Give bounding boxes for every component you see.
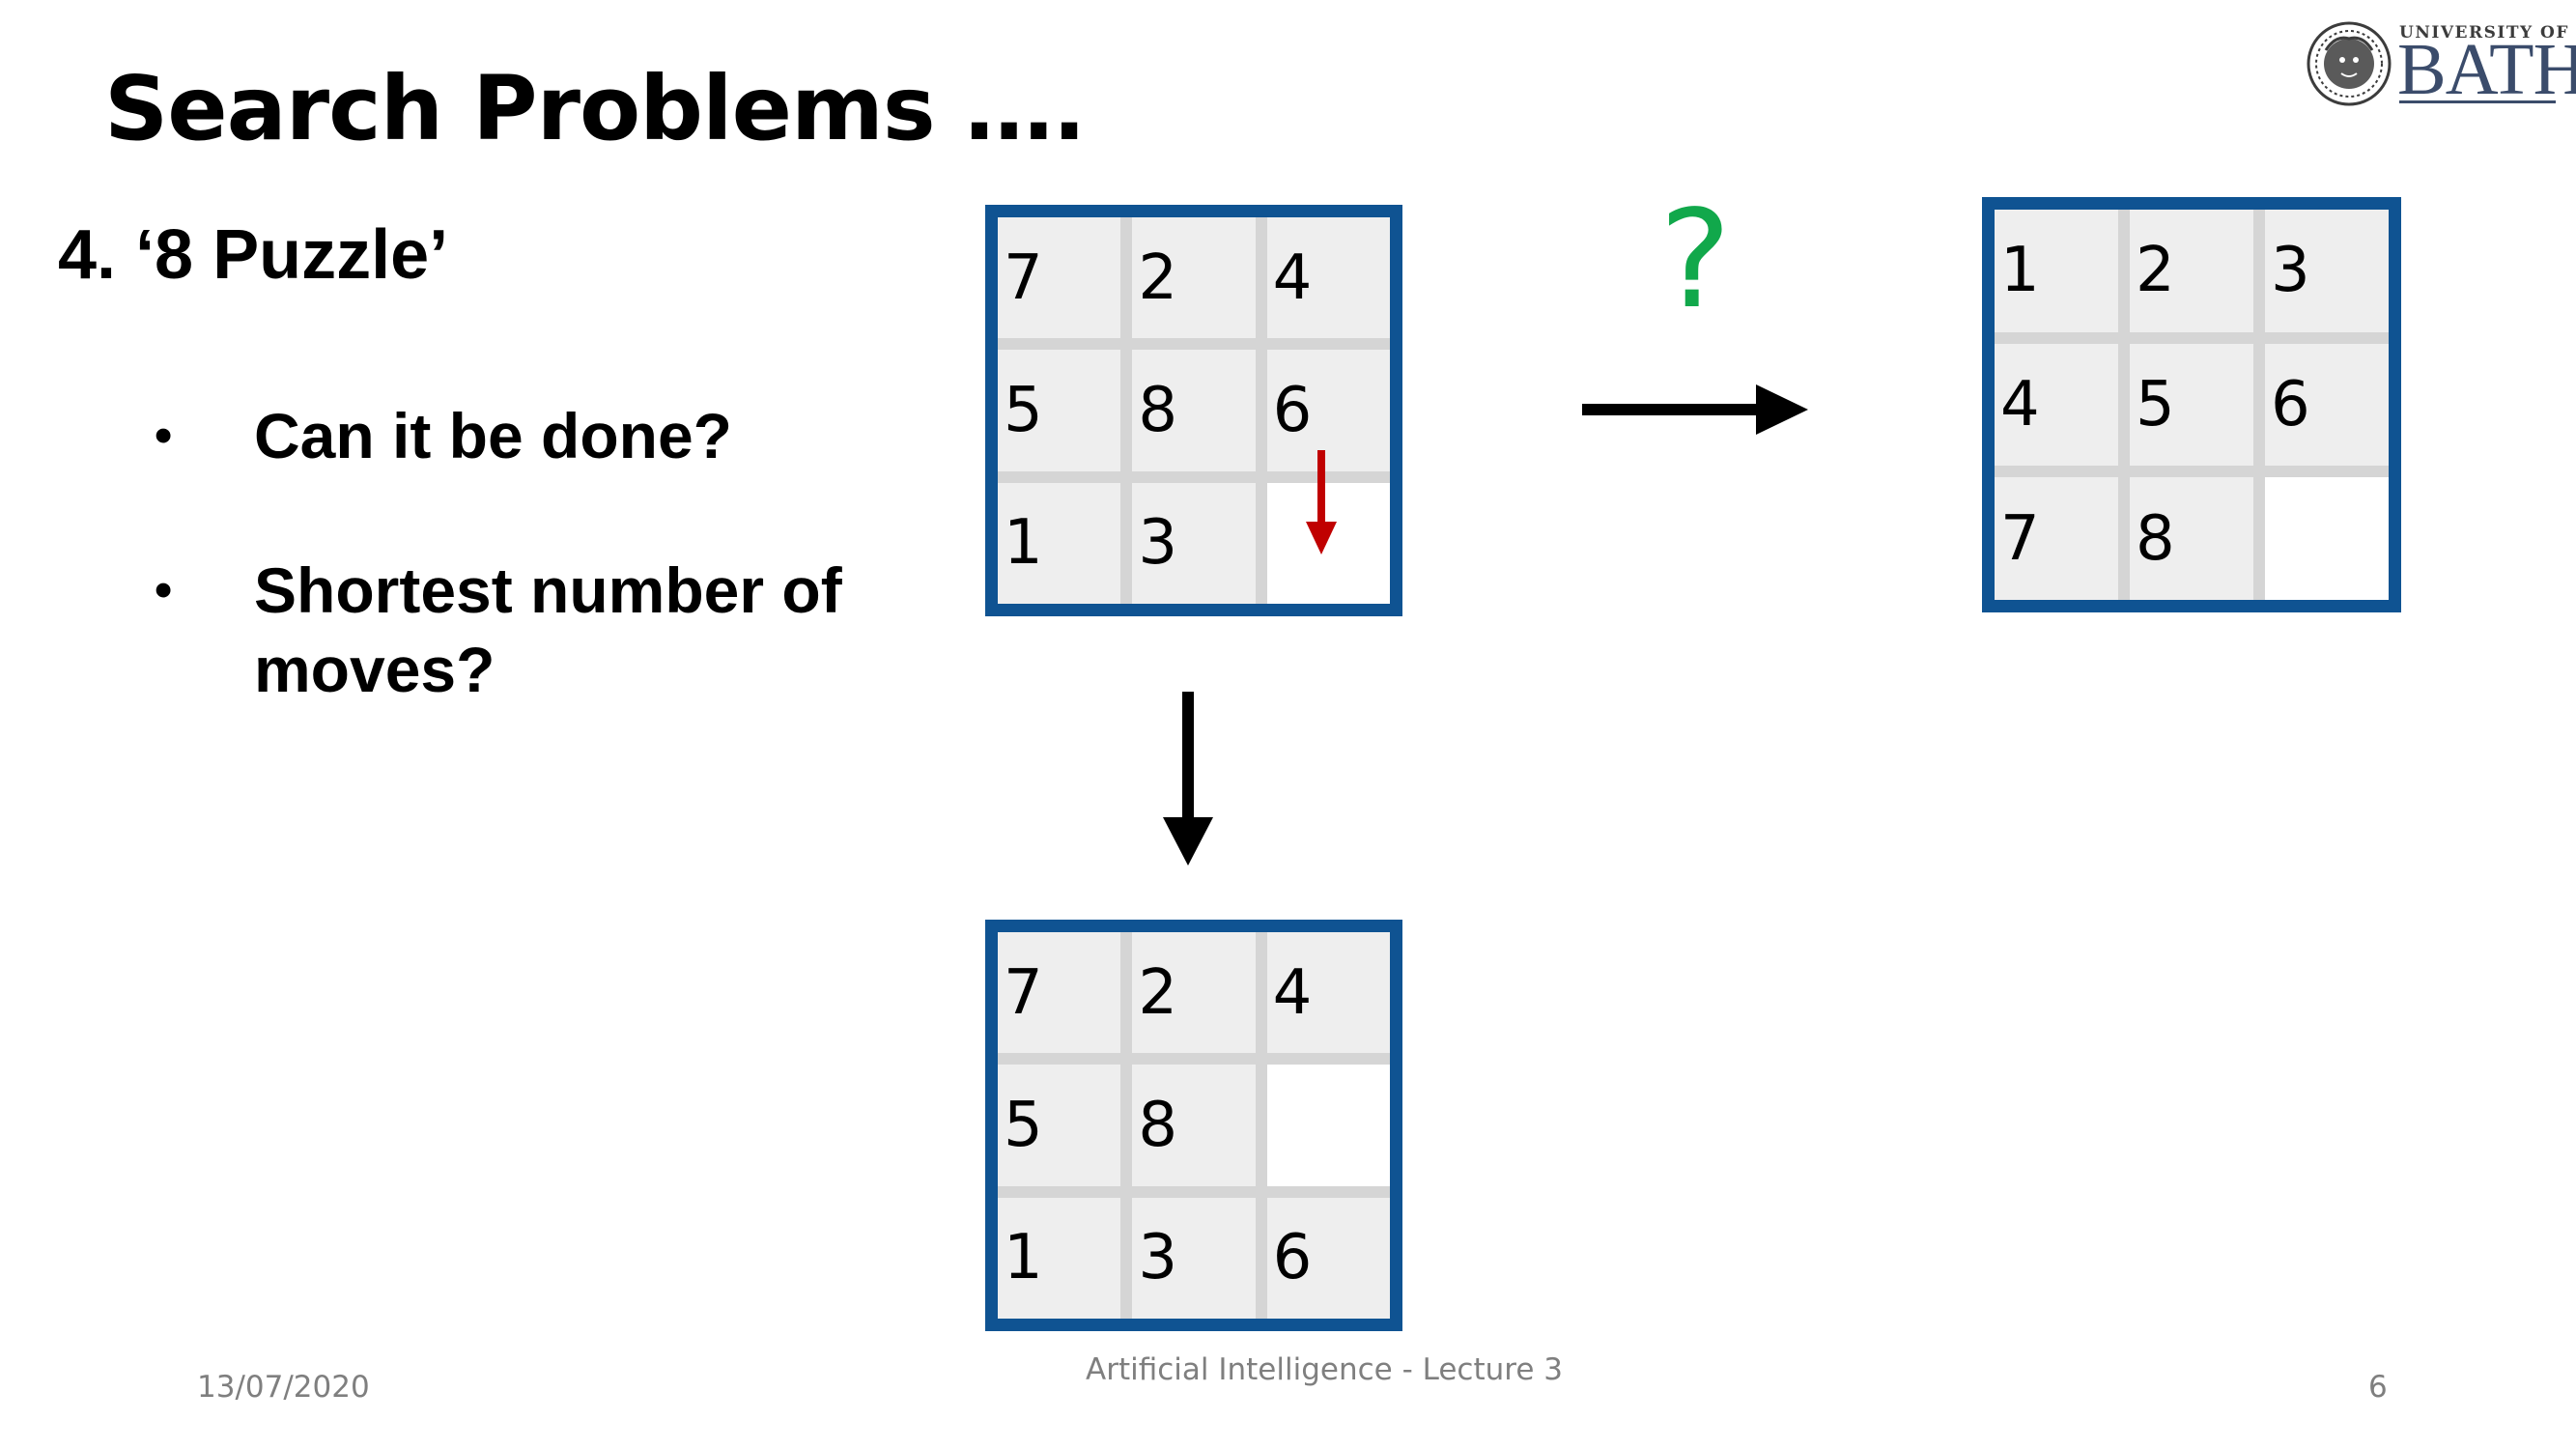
puzzle-tile: 2 xyxy=(2130,210,2253,332)
university-seal-icon xyxy=(2307,21,2392,106)
bullet-list: • Can it be done? • Shortest number of m… xyxy=(155,396,1007,784)
puzzle-tile: 1 xyxy=(998,1197,1121,1319)
puzzle-tile: 8 xyxy=(1132,1065,1256,1186)
puzzle-tile: 1 xyxy=(998,482,1121,604)
puzzle-tile: 4 xyxy=(1266,217,1390,339)
footer-date: 13/07/2020 xyxy=(197,1370,370,1405)
puzzle-tile: 6 xyxy=(1266,350,1390,471)
puzzle-tile: 3 xyxy=(2265,210,2389,332)
puzzle-tile: 4 xyxy=(1266,932,1390,1054)
university-logo: UNIVERSITY OF BATH xyxy=(2307,19,2576,108)
puzzle-tile: 8 xyxy=(1132,350,1256,471)
logo-underline xyxy=(2399,100,2556,103)
bullet-item: • Can it be done? xyxy=(155,396,1007,475)
puzzle-tile: 7 xyxy=(1995,477,2118,600)
logo-main-text: BATH xyxy=(2397,29,2576,110)
puzzle-tile: 6 xyxy=(2265,343,2389,467)
bullet-text: Shortest number of moves? xyxy=(254,554,842,705)
puzzle-next: 7 2 4 5 8 1 3 6 xyxy=(985,920,1402,1331)
puzzle-tile: 1 xyxy=(1995,210,2118,332)
footer-lecture-title: Artificial Intelligence - Lecture 3 xyxy=(1086,1352,1563,1387)
bullet-text: Can it be done? xyxy=(254,400,732,471)
puzzle-tile: 8 xyxy=(2130,477,2253,600)
puzzle-tile: 5 xyxy=(2130,343,2253,467)
puzzle-tile: 6 xyxy=(1266,1197,1390,1319)
puzzle-tile: 2 xyxy=(1132,217,1256,339)
down-arrow-icon xyxy=(1163,692,1213,866)
slide-title: Search Problems …. xyxy=(104,57,1087,160)
bullet-item: • Shortest number of moves? xyxy=(155,551,1007,709)
puzzle-tile-empty xyxy=(1266,1065,1390,1186)
right-arrow-icon xyxy=(1582,384,1808,435)
question-mark: ? xyxy=(1659,182,1732,339)
bullet-symbol: • xyxy=(155,562,173,618)
puzzle-tile: 7 xyxy=(998,932,1121,1054)
bullet-symbol: • xyxy=(155,408,173,464)
puzzle-tile: 5 xyxy=(998,350,1121,471)
puzzle-tile-empty xyxy=(2265,477,2389,600)
footer-page-number: 6 xyxy=(2368,1370,2388,1405)
logo-top-text: UNIVERSITY OF xyxy=(2399,23,2569,43)
puzzle-goal: 1 2 3 4 5 6 7 8 xyxy=(1982,197,2401,612)
puzzle-tile: 2 xyxy=(1132,932,1256,1054)
puzzle-tile: 4 xyxy=(1995,343,2118,467)
puzzle-tile: 3 xyxy=(1132,1197,1256,1319)
puzzle-tile: 7 xyxy=(998,217,1121,339)
puzzle-tile-empty xyxy=(1266,482,1390,604)
puzzle-tile: 3 xyxy=(1132,482,1256,604)
move-down-arrow-icon xyxy=(1306,450,1337,554)
slide-subtitle: 4. ‘8 Puzzle’ xyxy=(58,216,449,294)
puzzle-tile: 5 xyxy=(998,1065,1121,1186)
